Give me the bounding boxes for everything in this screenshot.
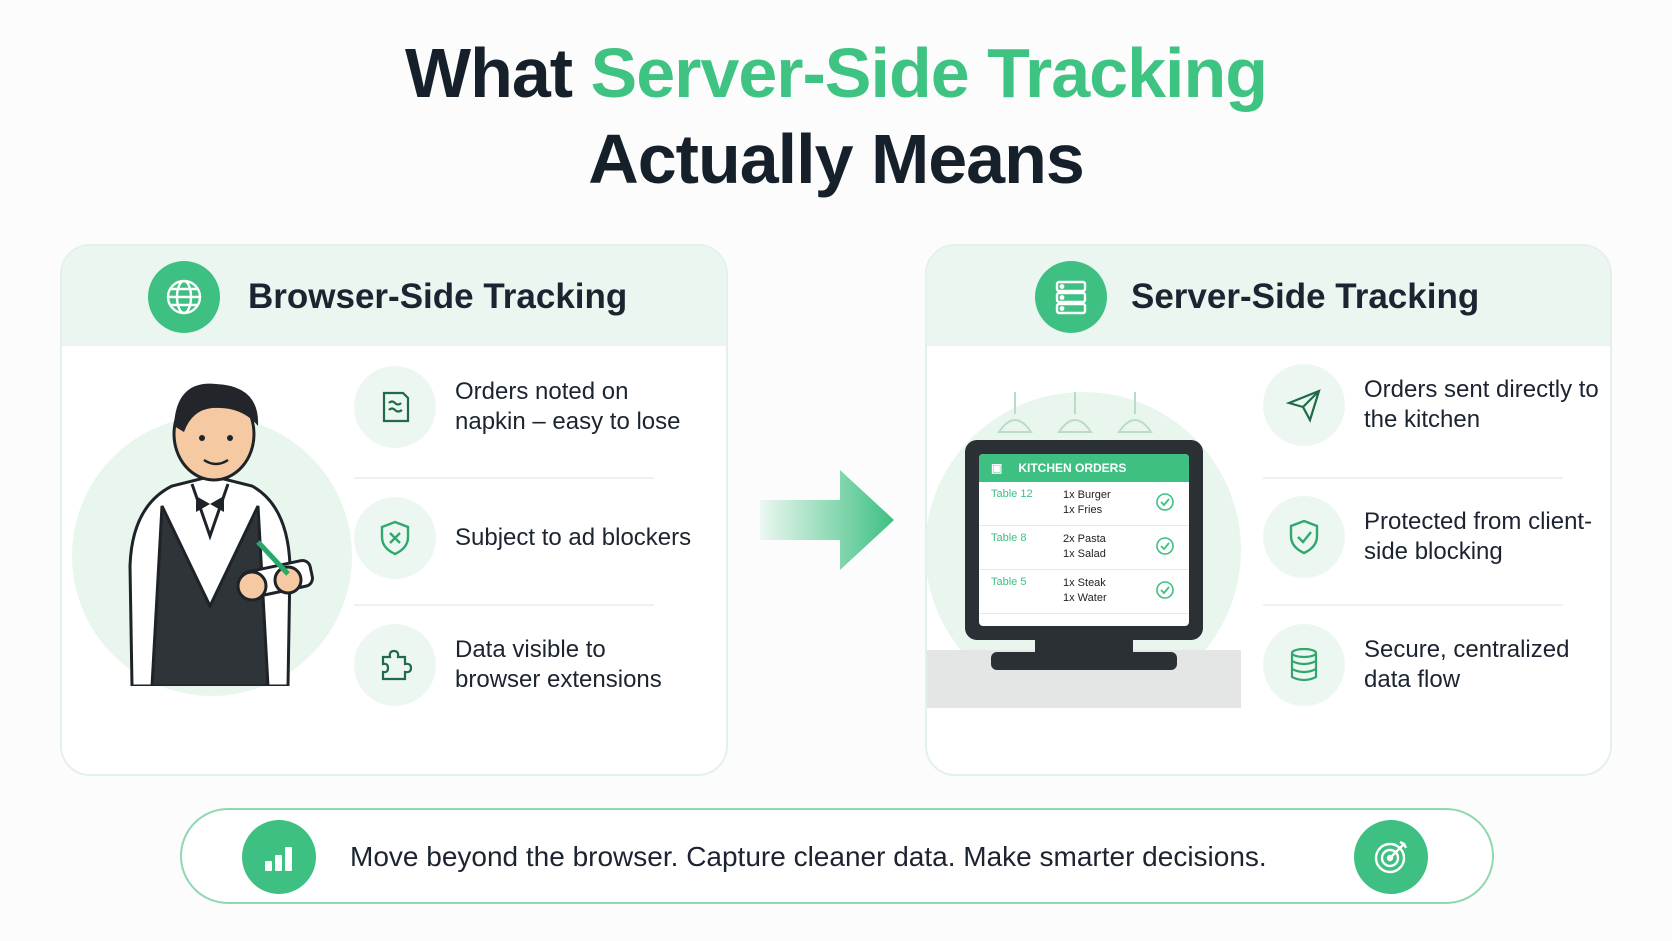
globe-icon [148,261,220,333]
server-feature-1-text: Orders sent directly to the kitchen [1364,376,1599,433]
database-icon [1263,624,1345,706]
waiter-illustration [128,383,314,686]
display-stand [1035,640,1133,654]
paper-plane-icon [1263,364,1345,446]
kitchen-display-screen: ▣ KITCHEN ORDERS Table 12 1x Burger 1x Fr… [979,454,1189,626]
divider [1263,477,1563,479]
order-table: Table 5 [991,576,1027,588]
browser-feature-2: Subject to ad blockers [354,497,695,579]
page-title: What Server-Side Tracking Actually Means [0,30,1672,202]
check-circle-icon [1156,581,1174,599]
server-feature-2: Protected from client-side blocking [1263,496,1610,578]
kitchen-display-header: ▣ KITCHEN ORDERS [979,454,1189,482]
browser-feature-1-text: Orders noted on napkin – easy to lose [455,378,681,435]
napkin-note-icon [354,366,436,448]
server-feature-2-text: Protected from client-side blocking [1364,508,1593,565]
server-card-header: Server-Side Tracking [927,246,1610,346]
order-table: Table 12 [991,488,1033,500]
target-icon [1354,820,1428,894]
title-prefix: What [405,34,591,112]
order-table: Table 8 [991,532,1027,544]
order-row: Table 5 1x Steak 1x Water [979,570,1189,614]
puzzle-icon [354,624,436,706]
arrow-right-icon [760,470,894,570]
title-line-1: What Server-Side Tracking [0,30,1672,116]
server-feature-1: Orders sent directly to the kitchen [1263,364,1610,446]
check-circle-icon [1156,537,1174,555]
divider [354,604,654,606]
server-feature-3-text: Secure, centralized data flow [1364,636,1570,693]
order-items: 1x Steak 1x Water [1063,576,1107,606]
server-feature-3: Secure, centralized data flow [1263,624,1610,706]
browser-card-title: Browser-Side Tracking [248,277,628,316]
order-item: 1x Fries [1063,504,1103,516]
browser-side-card: Browser-Side Tracking Orders noted o [60,244,728,776]
kitchen-display: ▣ KITCHEN ORDERS Table 12 1x Burger 1x Fr… [965,440,1203,640]
browser-feature-2-text: Subject to ad blockers [455,524,692,551]
order-item: 2x Pasta [1063,533,1106,545]
browser-card-header: Browser-Side Tracking [62,246,726,346]
display-base [991,652,1177,670]
browser-feature-3: Data visible to browser extensions [354,624,695,706]
tray-icon: ▣ [991,461,1003,475]
banner-text: Move beyond the browser. Capture cleaner… [350,841,1267,872]
divider [1263,604,1563,606]
kitchen-display-title: KITCHEN ORDERS [1018,461,1127,475]
order-item: 1x Burger [1063,489,1111,501]
divider [354,477,654,479]
shield-x-icon [354,497,436,579]
title-line-2: Actually Means [588,120,1085,198]
server-side-card: Server-Side Tracking ▣ KITCHEN ORDERS Ta… [925,244,1612,776]
server-card-title: Server-Side Tracking [1131,277,1480,316]
bottom-banner: Move beyond the browser. Capture cleaner… [180,808,1494,904]
order-items: 2x Pasta 1x Salad [1063,532,1106,562]
browser-feature-3-text: Data visible to browser extensions [455,636,662,693]
order-item: 1x Water [1063,592,1107,604]
order-row: Table 8 2x Pasta 1x Salad [979,526,1189,570]
order-items: 1x Burger 1x Fries [1063,488,1111,518]
browser-feature-1: Orders noted on napkin – easy to lose [354,366,695,448]
title-accent: Server-Side Tracking [590,34,1268,112]
bar-chart-icon [242,820,316,894]
order-item: 1x Steak [1063,577,1106,589]
check-circle-icon [1156,493,1174,511]
server-icon [1035,261,1107,333]
shield-check-icon [1263,496,1345,578]
order-row: Table 12 1x Burger 1x Fries [979,482,1189,526]
order-item: 1x Salad [1063,548,1106,560]
